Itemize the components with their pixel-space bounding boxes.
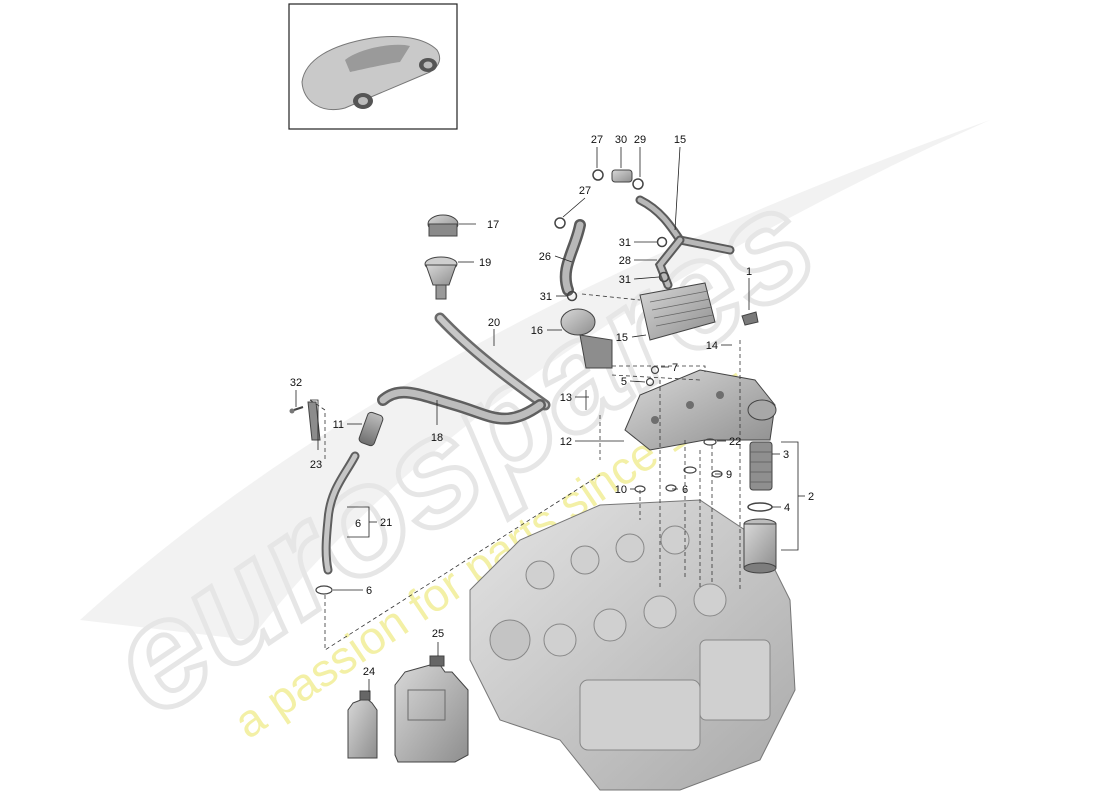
callout-20: 20 — [488, 317, 500, 329]
clip-29 — [632, 178, 644, 190]
callout-15-top: 15 — [674, 134, 686, 146]
car-thumbnail-icon — [301, 36, 441, 110]
callout-29: 29 — [634, 134, 646, 146]
engine-block — [469, 499, 796, 791]
callout-15-cooler: 15 — [616, 332, 628, 344]
callouts: 27 30 29 15 27 17 31 26 28 31 19 1 31 20… — [290, 134, 814, 678]
callout-3: 3 — [783, 449, 789, 461]
callout-31-lower: 31 — [540, 291, 552, 303]
hose-piece — [358, 411, 384, 447]
callout-5: 5 — [621, 376, 627, 388]
callout-12: 12 — [560, 436, 572, 448]
leader-lines — [295, 146, 805, 692]
callout-16: 16 — [531, 325, 543, 337]
sensor — [741, 311, 759, 326]
callout-4: 4 — [784, 502, 790, 514]
callout-25: 25 — [432, 628, 444, 640]
callout-31-upper: 31 — [619, 237, 631, 249]
callout-9: 9 — [726, 469, 732, 481]
callout-19: 19 — [479, 257, 491, 269]
callout-13: 13 — [560, 392, 572, 404]
callout-7: 7 — [672, 362, 678, 374]
oil-filter-console — [624, 369, 777, 451]
callout-18: 18 — [431, 432, 443, 444]
filler-neck — [424, 256, 458, 300]
callout-31-middle: 31 — [619, 274, 631, 286]
oil-cooler — [639, 282, 716, 341]
clip-31a — [656, 236, 668, 248]
bolt-32 — [289, 406, 304, 414]
seal-7 — [650, 365, 660, 375]
parts — [289, 169, 777, 763]
oil-bottle-small — [347, 690, 378, 759]
clip-27a — [592, 169, 604, 181]
callout-6-right: 6 — [682, 484, 688, 496]
assembly-dashes — [309, 293, 741, 651]
clip-27b — [554, 217, 566, 229]
callout-27-lower: 27 — [579, 185, 591, 197]
callout-6-lower: 6 — [366, 585, 372, 597]
o-ring-4 — [747, 502, 773, 512]
seal-22 — [703, 438, 717, 446]
callout-14: 14 — [706, 340, 718, 352]
seal-6a — [683, 466, 697, 474]
seal-6b — [665, 484, 677, 492]
car-thumbnail — [288, 3, 458, 130]
callout-10: 10 — [615, 484, 627, 496]
callout-17: 17 — [487, 219, 499, 231]
filter-cup — [743, 518, 777, 574]
oil-separator — [560, 308, 613, 369]
callout-22: 22 — [729, 436, 741, 448]
oil-container-large — [394, 655, 469, 763]
watermark-swoosh — [80, 120, 990, 640]
callout-23: 23 — [310, 459, 322, 471]
callout-28: 28 — [619, 255, 631, 267]
fitting-30 — [611, 169, 633, 183]
seal-6c — [315, 585, 333, 595]
filter-element — [749, 441, 773, 491]
callout-32: 32 — [290, 377, 302, 389]
callout-11: 11 — [333, 419, 344, 431]
callout-24: 24 — [363, 666, 375, 678]
callout-27: 27 — [591, 134, 603, 146]
callout-2: 2 — [808, 491, 814, 503]
callout-1: 1 — [746, 266, 752, 278]
clip-31c — [566, 290, 578, 302]
callout-30: 30 — [615, 134, 627, 146]
callout-6-bracket: 6 — [355, 518, 361, 530]
seal-5 — [645, 377, 655, 387]
callout-21: 21 — [380, 517, 392, 529]
callout-26: 26 — [539, 251, 551, 263]
clip-31b — [658, 271, 670, 283]
